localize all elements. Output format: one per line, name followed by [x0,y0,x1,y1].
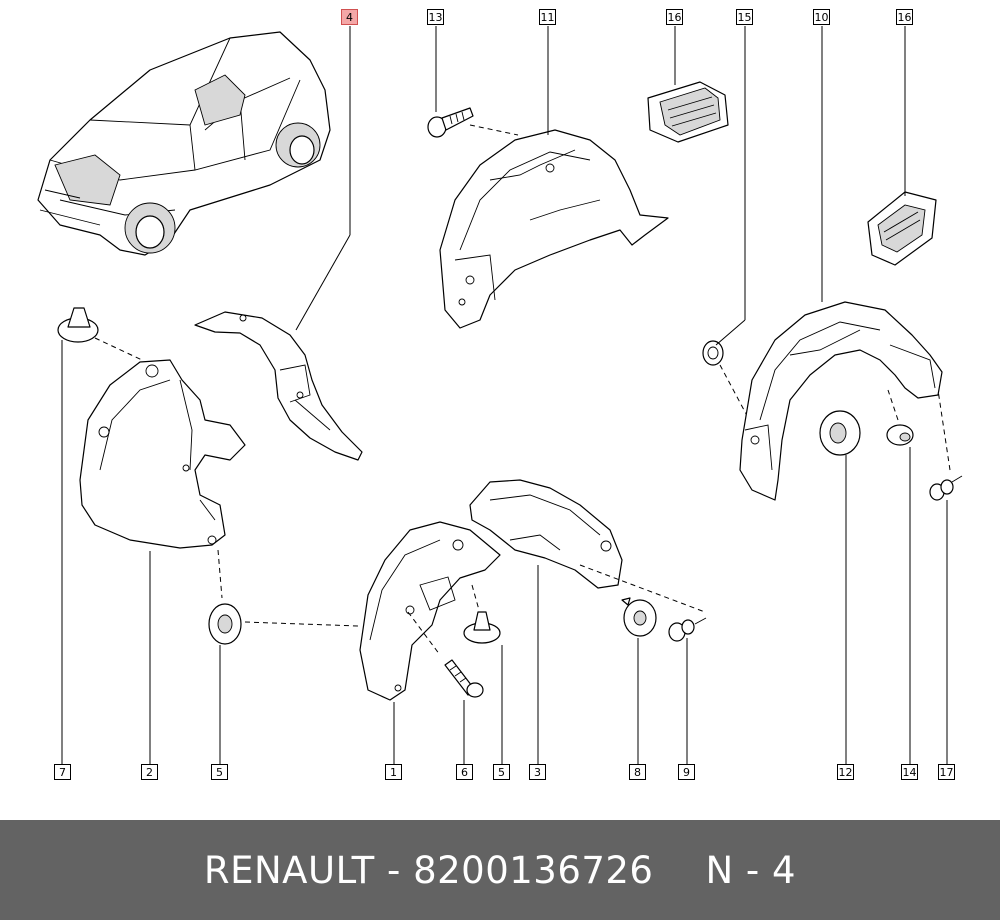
part-7-clip [57,307,99,343]
car-overview-illustration [37,31,331,256]
footer-bar: RENAULT - 8200136726 N - 4 [0,820,1000,920]
callout-8[interactable]: 8 [629,764,646,780]
parts-diagram [37,26,963,764]
part-2-wheel-arch-liner [79,359,246,549]
callout-7[interactable]: 7 [54,764,71,780]
callout-16-right[interactable]: 16 [896,9,913,25]
callout-1[interactable]: 1 [385,764,402,780]
part-15-clip [702,340,724,366]
part-8-clip [621,597,657,637]
part-5-clip-b [463,611,501,644]
part-10-wheel-arch-liner [739,301,943,501]
part-12-clip-washer [819,410,861,456]
part-11-wheel-arch-liner [439,129,669,329]
callout-17[interactable]: 17 [938,764,955,780]
callout-5-right[interactable]: 5 [493,764,510,780]
callout-14[interactable]: 14 [901,764,918,780]
part-6-screw [444,659,484,698]
callout-12[interactable]: 12 [837,764,854,780]
part-13-bolt [427,107,474,138]
callout-15[interactable]: 15 [736,9,753,25]
callout-4[interactable]: 4 [341,9,358,25]
part-9-nut [668,617,707,642]
part-3-wheel-arch-liner [469,479,623,589]
callout-6[interactable]: 6 [456,764,473,780]
footer-page-label: N - 4 [705,848,797,892]
callout-3[interactable]: 3 [529,764,546,780]
callout-11[interactable]: 11 [539,9,556,25]
callout-16-top[interactable]: 16 [666,9,683,25]
footer-part-label: RENAULT - 8200136726 [203,848,654,892]
part-4-front-extension [194,311,363,461]
part-17-bolt-clip [929,475,963,501]
callout-13[interactable]: 13 [427,9,444,25]
part-1-wheel-arch-liner [359,521,501,701]
callout-10[interactable]: 10 [813,9,830,25]
part-16-clip-pad-a [647,81,729,143]
callout-2[interactable]: 2 [141,764,158,780]
parts-illustration [37,26,963,764]
part-14-clip [886,424,914,446]
callout-9[interactable]: 9 [678,764,695,780]
part-5-clip-washer-a [208,603,242,645]
part-16-clip-pad-b [867,191,937,266]
callout-5-left[interactable]: 5 [211,764,228,780]
